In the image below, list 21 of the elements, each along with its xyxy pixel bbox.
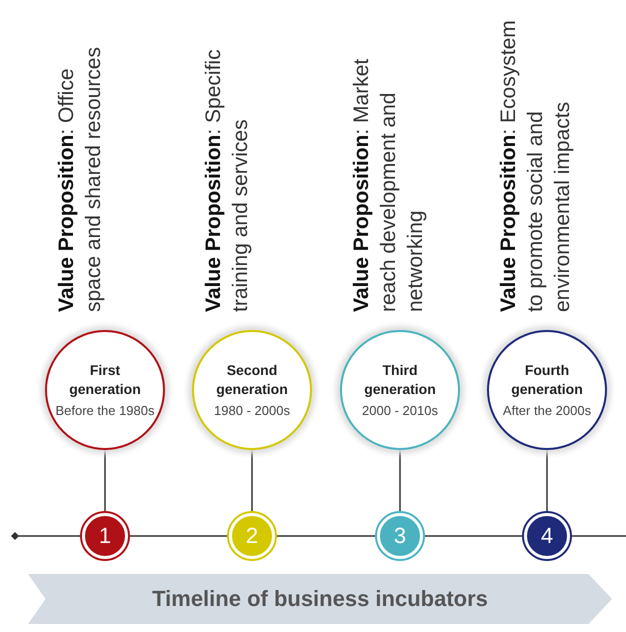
number-badge: 3 [377, 513, 423, 559]
period-text: Before the 1980s [55, 402, 155, 420]
connector-line [546, 450, 548, 511]
timeline-banner: Timeline of business incubators [28, 574, 612, 624]
connector-line [104, 450, 106, 511]
period-text: 2000 - 2010s [362, 402, 438, 420]
period-text: After the 2000s [502, 402, 592, 420]
generation-circle [340, 330, 460, 450]
connector-line [399, 450, 401, 511]
generation-title: First generation [68, 360, 142, 398]
number-badge: 2 [229, 513, 275, 559]
generation-circle [192, 330, 312, 450]
connector-line [251, 450, 253, 511]
generation-circle [45, 330, 165, 450]
generation-title: Fourth generation [510, 360, 584, 398]
number-badge: 4 [524, 513, 570, 559]
generation-circle [487, 330, 607, 450]
generation-title: Second generation [215, 360, 289, 398]
generation-title: Third generation [363, 360, 437, 398]
number-badge: 1 [82, 513, 128, 559]
period-text: 1980 - 2000s [214, 402, 290, 420]
